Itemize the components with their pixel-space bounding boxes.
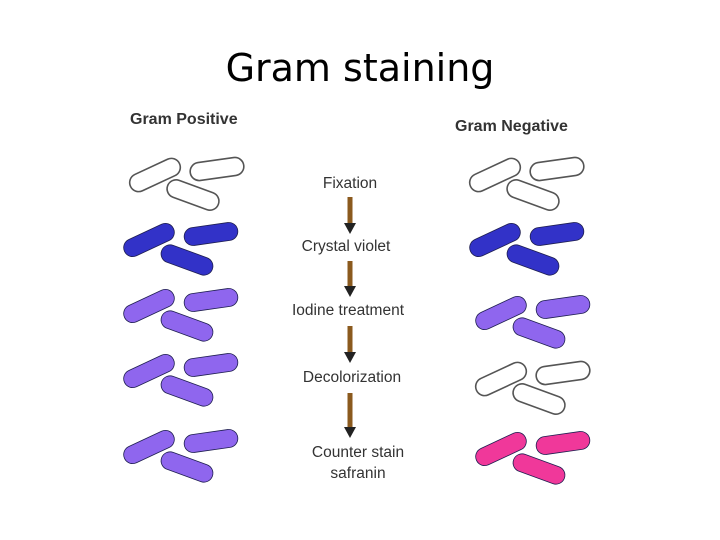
positive-bacterium <box>128 157 182 193</box>
down-arrow-4 <box>344 393 356 438</box>
down-arrow-2 <box>344 261 356 297</box>
step-label-2: Crystal violet <box>302 238 391 255</box>
positive-bacterium <box>183 288 239 312</box>
down-arrow-1 <box>344 197 356 234</box>
negative-bacterium <box>506 244 560 276</box>
positive-bacterium <box>123 222 175 258</box>
positive-cell-group-1 <box>128 156 245 211</box>
slide-title: Gram staining <box>225 46 495 90</box>
negative-cell-group-2 <box>469 222 585 276</box>
positive-bacterium <box>160 310 214 342</box>
negative-bacterium <box>468 157 522 193</box>
gram-positive-heading: Gram Positive <box>130 111 238 128</box>
step-label-4: Decolorization <box>303 369 401 386</box>
negative-bacterium <box>506 179 560 211</box>
positive-bacterium <box>183 353 239 377</box>
positive-bacterium <box>160 244 214 276</box>
negative-bacterium <box>474 361 528 397</box>
gram-negative-bacteria <box>468 156 591 485</box>
negative-bacterium <box>535 360 591 386</box>
positive-cell-group-5 <box>123 429 239 483</box>
positive-bacterium <box>189 156 245 182</box>
negative-cell-group-1 <box>468 156 585 211</box>
gram-negative-heading: Gram Negative <box>455 118 568 135</box>
negative-bacterium <box>529 156 585 182</box>
negative-bacterium <box>535 295 591 319</box>
positive-bacterium <box>123 429 175 465</box>
positive-bacterium <box>183 429 239 453</box>
positive-bacterium <box>123 353 175 389</box>
positive-cell-group-2 <box>123 222 239 276</box>
step-label-5: Counter stain <box>312 444 404 461</box>
negative-bacterium <box>512 453 566 485</box>
negative-cell-group-4 <box>474 360 591 415</box>
positive-bacterium <box>160 375 214 407</box>
negative-bacterium <box>512 317 566 349</box>
step-label-3: Iodine treatment <box>292 302 405 319</box>
negative-cell-group-3 <box>475 295 591 349</box>
positive-cell-group-4 <box>123 353 239 407</box>
arrows-layer <box>344 197 356 438</box>
negative-bacterium <box>475 295 527 331</box>
step-sublabel-5: safranin <box>330 465 385 482</box>
down-arrow-3 <box>344 326 356 363</box>
positive-cell-group-3 <box>123 288 239 342</box>
positive-bacterium <box>166 179 220 211</box>
step-label-1: Fixation <box>323 175 377 192</box>
negative-bacterium <box>475 431 527 467</box>
negative-bacterium <box>512 383 566 415</box>
negative-bacterium <box>529 222 585 246</box>
gram-positive-bacteria <box>123 156 245 483</box>
positive-bacterium <box>160 451 214 483</box>
positive-bacterium <box>123 288 175 324</box>
positive-bacterium <box>183 222 239 246</box>
negative-bacterium <box>535 431 591 455</box>
negative-bacterium <box>469 222 521 258</box>
negative-cell-group-5 <box>475 431 591 485</box>
